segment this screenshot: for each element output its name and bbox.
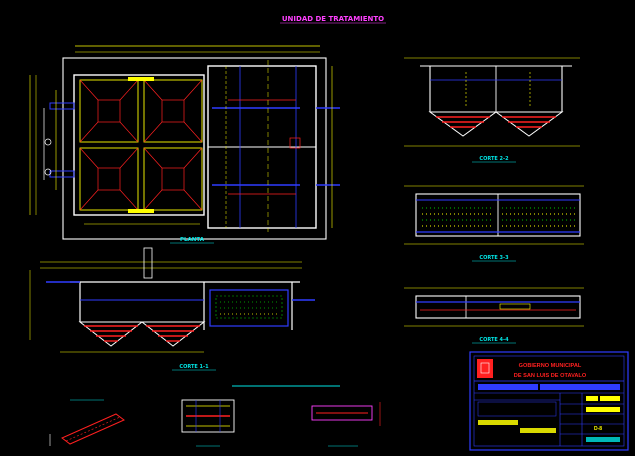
hopper-se bbox=[143, 147, 203, 211]
sheet-number: D-8 bbox=[594, 426, 602, 432]
title-block-line2: DE SAN LUIS DE OTAVALO bbox=[514, 373, 587, 379]
section-2-2: CORTE 2-2 bbox=[404, 57, 580, 163]
section-1-1-hatch bbox=[84, 325, 200, 342]
section-3-3-media bbox=[422, 207, 576, 227]
drawing-title: UNIDAD DE TRATAMIENTO bbox=[282, 15, 384, 23]
section-2-2-label: CORTE 2-2 bbox=[479, 156, 509, 162]
hopper-sw bbox=[79, 147, 139, 211]
section-3-3-label: CORTE 3-3 bbox=[479, 255, 509, 261]
section-4-4: CORTE 4-4 bbox=[404, 287, 584, 344]
title-block: GOBIERNO MUNICIPAL DE SAN LUIS DE OTAVAL… bbox=[469, 351, 629, 451]
title-block-bar-2 bbox=[540, 384, 620, 390]
title-block-bar-1 bbox=[478, 384, 538, 390]
section-3-3: CORTE 3-3 bbox=[404, 185, 584, 262]
plan-view: PLANTA bbox=[29, 45, 340, 244]
detail-grid bbox=[181, 399, 235, 447]
details-row bbox=[49, 385, 381, 447]
plan-label: PLANTA bbox=[180, 237, 205, 243]
section-4-4-label: CORTE 4-4 bbox=[479, 337, 509, 343]
detail-weir bbox=[311, 402, 381, 447]
municipal-logo bbox=[477, 359, 493, 378]
detail-pipe bbox=[49, 399, 125, 446]
section-1-1-label: CORTE 1-1 bbox=[179, 364, 209, 370]
hopper-nw bbox=[79, 79, 139, 143]
section-1-1: CORTE 1-1 bbox=[29, 247, 315, 371]
hopper-ne bbox=[143, 79, 203, 143]
filter-media bbox=[215, 295, 283, 319]
title-block-line1: GOBIERNO MUNICIPAL bbox=[519, 363, 582, 369]
